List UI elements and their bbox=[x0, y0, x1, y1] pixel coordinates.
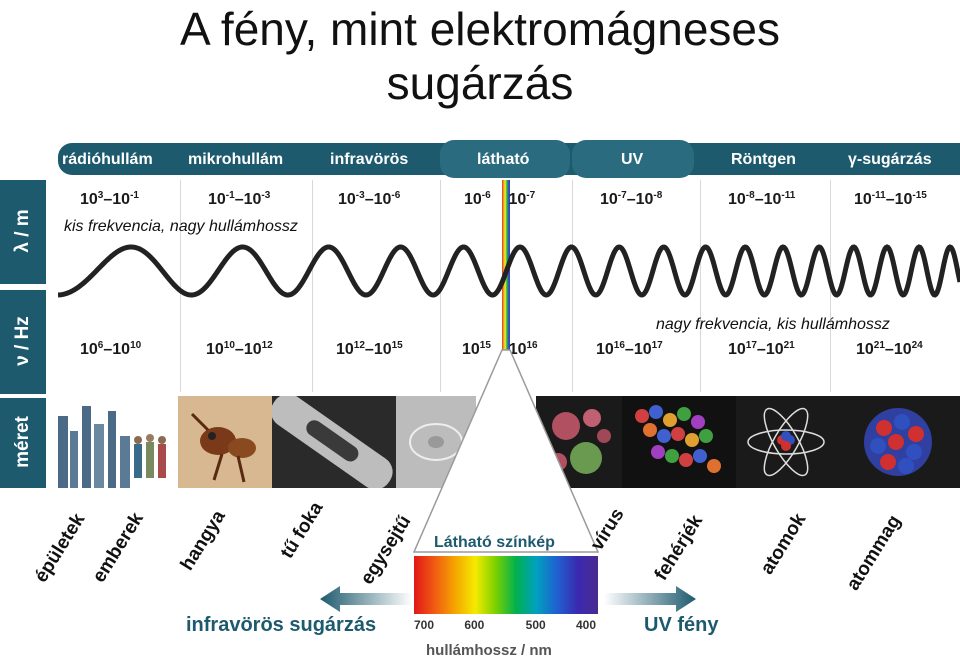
column-divider bbox=[572, 180, 573, 392]
visible-spectrum-title: Látható színkép bbox=[434, 534, 555, 551]
spectrum-tick-row: 700 600 500 400 bbox=[414, 618, 598, 634]
spectrum-tick: 500 bbox=[525, 618, 546, 632]
frequency-range-radio: 106–1010 bbox=[80, 340, 142, 358]
frequency-range-infrared: 1012–1015 bbox=[336, 340, 403, 358]
low-frequency-note: kis frekvencia, nagy hullámhossz bbox=[64, 218, 298, 235]
size-axis-box: méret bbox=[0, 398, 46, 488]
infrared-radiation-label: infravörös sugárzás bbox=[186, 614, 377, 636]
spectrum-tick: 700 bbox=[414, 618, 435, 632]
wavelength-range-visible: 10-6 10-7 bbox=[464, 190, 536, 208]
spectrum-axis-label: hullámhossz / nm bbox=[426, 642, 552, 659]
band-radio: rádióhullám bbox=[62, 151, 153, 168]
band-visible-pill bbox=[440, 140, 570, 178]
frequency-range-gamma: 1021–1024 bbox=[856, 340, 923, 358]
band-gamma: γ-sugárzás bbox=[848, 151, 932, 168]
column-divider bbox=[312, 180, 313, 392]
buildings-people-illustration bbox=[58, 406, 166, 488]
wavelength-range-gamma: 10-11–10-15 bbox=[854, 190, 927, 208]
wavelength-axis-box: λ / m bbox=[0, 180, 46, 284]
frequency-range-uv: 1016–1017 bbox=[596, 340, 663, 358]
nucleus-illustration bbox=[864, 408, 932, 476]
band-xray: Röntgen bbox=[731, 151, 796, 168]
frequency-range-microwave: 1010–1012 bbox=[206, 340, 273, 358]
infrared-arrow-icon bbox=[320, 586, 412, 612]
wavelength-range-infrared: 10-3–10-6 bbox=[338, 190, 401, 208]
column-divider bbox=[180, 180, 181, 392]
buildings-people-image bbox=[50, 396, 176, 488]
band-infrared: infravörös bbox=[330, 151, 409, 168]
needle-eye-image bbox=[270, 393, 396, 490]
page-title-line2: sugárzás bbox=[386, 57, 574, 109]
nucleus-image bbox=[836, 396, 960, 488]
wavelength-range-uv: 10-7–10-8 bbox=[600, 190, 663, 208]
frequency-axis-box: ν / Hz bbox=[0, 290, 46, 394]
uv-arrow-icon bbox=[604, 586, 696, 612]
needle-eye-illustration bbox=[270, 393, 393, 490]
virus-image bbox=[536, 396, 622, 488]
band-microwave: mikrohullám bbox=[188, 151, 284, 168]
wavelength-range-radio: 103–10-1 bbox=[80, 190, 139, 208]
ant-image bbox=[178, 396, 272, 488]
high-frequency-note: nagy frekvencia, kis hullámhossz bbox=[656, 316, 890, 333]
spectrum-tick: 400 bbox=[576, 618, 597, 632]
wave-line bbox=[58, 244, 960, 298]
band-uv: UV bbox=[621, 151, 644, 168]
visible-spectrum-bar bbox=[414, 556, 598, 614]
proteins-image bbox=[622, 396, 736, 488]
frequency-range-visible: 1015 1016 bbox=[462, 340, 538, 358]
proteins-illustration bbox=[635, 405, 721, 473]
ant-illustration bbox=[190, 412, 256, 483]
wave-graphic bbox=[58, 244, 960, 298]
wavelength-range-microwave: 10-1–10-3 bbox=[208, 190, 271, 208]
atom-image bbox=[736, 396, 836, 488]
column-divider bbox=[700, 180, 701, 392]
band-uv-pill bbox=[572, 140, 694, 178]
frequency-range-xray: 1017–1021 bbox=[728, 340, 795, 358]
page-title-line1: A fény, mint elektromágneses bbox=[180, 3, 780, 55]
spectrum-tick: 600 bbox=[464, 618, 485, 632]
atom-illustration bbox=[747, 407, 825, 477]
wavelength-range-xray: 10-8–10-11 bbox=[728, 190, 796, 208]
uv-light-label: UV fény bbox=[644, 614, 719, 636]
band-visible: látható bbox=[477, 151, 530, 168]
visible-strip bbox=[502, 180, 510, 392]
